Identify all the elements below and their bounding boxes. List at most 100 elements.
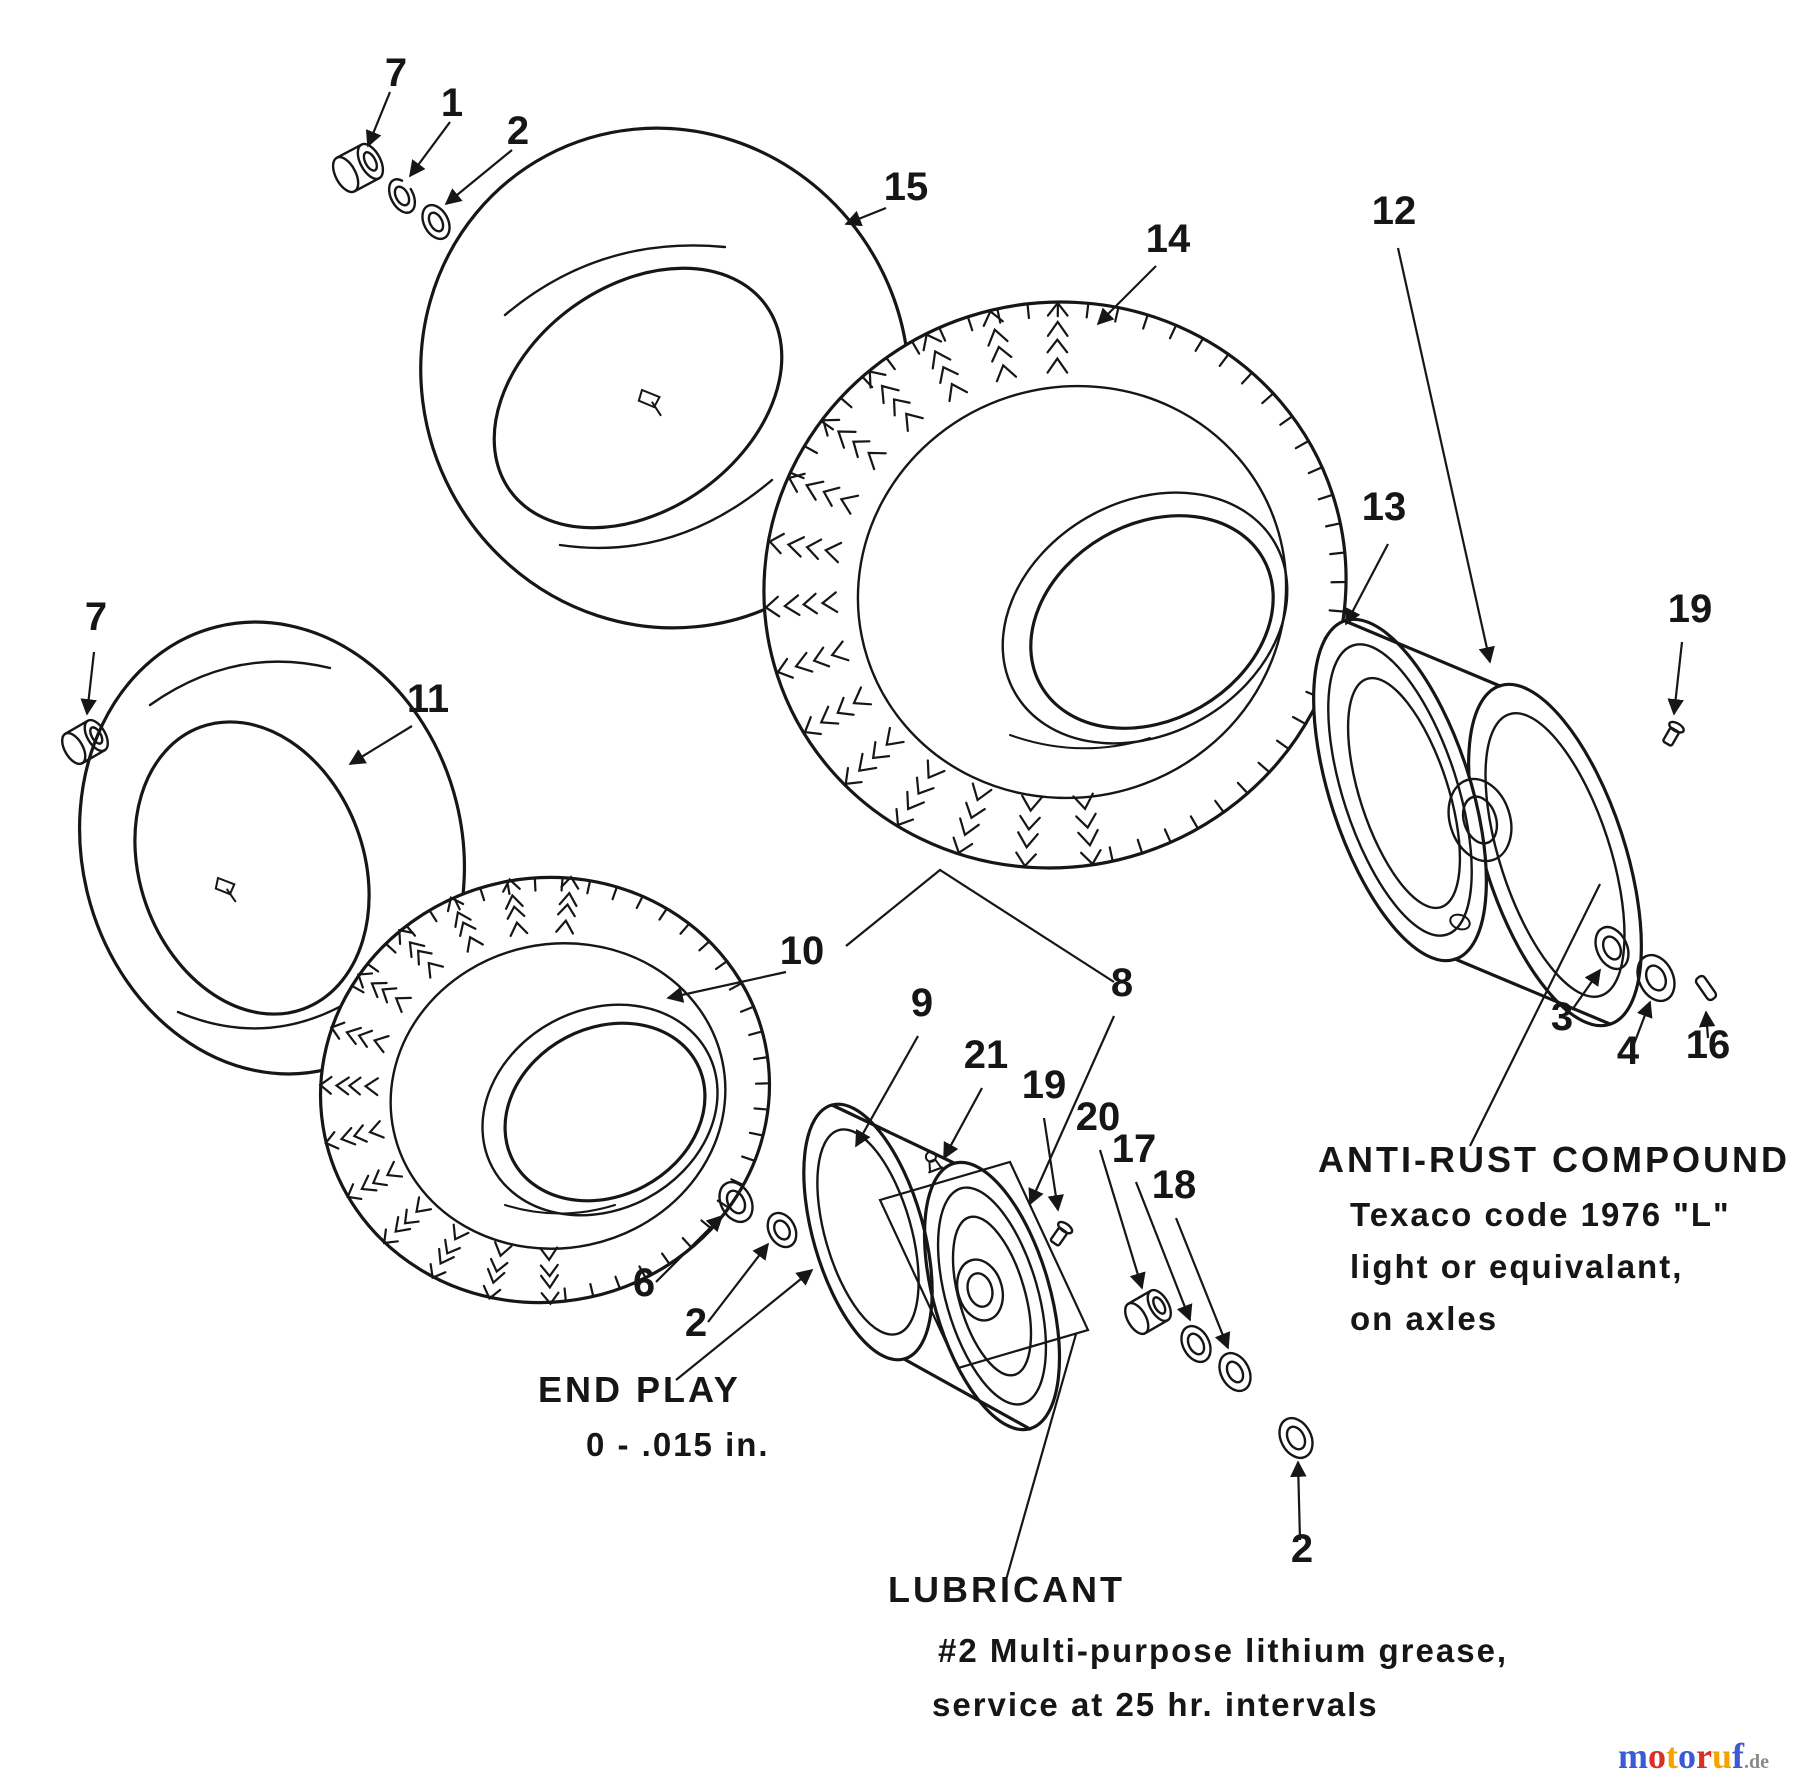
washer-3: [1594, 925, 1630, 971]
grease-fitting-21: [924, 1150, 944, 1174]
callout-21: 21: [964, 1033, 1009, 1077]
leader-9: [855, 1035, 919, 1148]
callout-12: 12: [1372, 189, 1417, 233]
leader-21: [943, 1087, 983, 1160]
leader-11: [348, 725, 413, 765]
washer-17: [1180, 1324, 1212, 1364]
anti-rust-title: ANTI-RUST COMPOUND: [1318, 1139, 1790, 1180]
wheel-rim-13: [1312, 617, 1643, 1028]
leader-bridge: [845, 868, 1115, 983]
washer-18: [1218, 1351, 1252, 1393]
watermark-letter: r: [1696, 1736, 1712, 1776]
callout-3: 3: [1551, 995, 1573, 1039]
leader-anti-rust: [1469, 883, 1601, 1147]
callout-15: 15: [884, 165, 929, 209]
tire-14: [762, 300, 1348, 870]
callout-6: 6: [633, 1261, 655, 1305]
bushing-20: [1124, 1288, 1172, 1336]
callout-10: 10: [780, 929, 825, 973]
callout-2-left: 2: [685, 1301, 707, 1345]
tread-edge-10: [350, 876, 771, 1303]
callout-9: 9: [911, 981, 933, 1025]
note-lubricant: LUBRICANT #2 Multi-purpose lithium greas…: [888, 1569, 1508, 1723]
leader-8: [1028, 1015, 1116, 1206]
watermark-letter: o: [1648, 1736, 1666, 1776]
leader-13: [1345, 543, 1389, 626]
leader-end-play: [675, 1268, 814, 1381]
valve-stem-19-hub: [1049, 1220, 1074, 1247]
callout-4: 4: [1617, 1029, 1640, 1073]
callout-13: 13: [1362, 485, 1407, 529]
leader-3: [1571, 968, 1601, 1011]
watermark-letter: m: [1618, 1736, 1648, 1776]
leader-20: [1098, 1149, 1146, 1290]
callout-17: 17: [1112, 1127, 1157, 1171]
watermark-letter: u: [1712, 1736, 1732, 1776]
lubricant-title: LUBRICANT: [888, 1569, 1125, 1610]
tread-pattern-10: [318, 875, 580, 1306]
watermark-letter: t: [1666, 1736, 1678, 1776]
leader-4: [1632, 1000, 1653, 1045]
valve-stem-icon: [637, 388, 662, 417]
watermark-letter: o: [1678, 1736, 1696, 1776]
lubricant-callout-box: [878, 1160, 1090, 1370]
washer-2-left: [766, 1211, 798, 1249]
leader-2-left: [707, 1242, 770, 1323]
callout-7-left: 7: [85, 595, 107, 639]
callout-8: 8: [1111, 961, 1133, 1005]
leader-7-left: [80, 651, 97, 716]
callout-19-hub: 19: [1022, 1063, 1067, 1107]
note-end-play: END PLAY 0 - .015 in.: [538, 1369, 770, 1463]
leader-15: [844, 206, 887, 227]
leader-19-rim: [1667, 641, 1684, 716]
watermark-letter: f: [1732, 1736, 1745, 1776]
valve-stem-19-rim: [1662, 720, 1685, 747]
tire-10: [318, 875, 772, 1306]
leader-6: [655, 1214, 724, 1283]
leader-16: [1698, 1010, 1716, 1039]
snap-ring-1: [387, 178, 417, 214]
leader-2-bottom: [1290, 1460, 1307, 1541]
callout-numbers: 7 1 2 15 14 12 13 19 7 11 10 9 8 21 19 2…: [85, 51, 1730, 1571]
note-anti-rust: ANTI-RUST COMPOUND Texaco code 1976 "L" …: [1318, 1139, 1790, 1337]
end-play-title: END PLAY: [538, 1369, 741, 1410]
anti-rust-line3: light or equivalant,: [1350, 1248, 1683, 1285]
watermark-suffix: .de: [1744, 1751, 1769, 1773]
tread-pattern-14: [764, 301, 1102, 868]
leader-2-upper: [444, 149, 513, 206]
pin-16: [1694, 974, 1718, 1002]
bearing-4: [1636, 953, 1676, 1003]
lubricant-line2: #2 Multi-purpose lithium grease,: [938, 1632, 1508, 1669]
leader-17: [1134, 1181, 1193, 1322]
leader-lubricant: [1004, 1333, 1078, 1581]
callout-11: 11: [407, 677, 449, 721]
leader-lines: [80, 91, 1716, 1581]
leader-1: [409, 121, 451, 178]
callout-20: 20: [1076, 1095, 1121, 1139]
bearing-6: [718, 1180, 754, 1224]
callout-7-upper: 7: [385, 51, 407, 95]
callout-1: 1: [441, 81, 463, 125]
anti-rust-line4: on axles: [1350, 1300, 1498, 1337]
washer-2-upper: [421, 203, 451, 241]
leader-7-upper: [365, 91, 392, 148]
callout-19-rim: 19: [1668, 587, 1713, 631]
wheel-hub-8: [802, 1102, 1062, 1432]
callout-16: 16: [1686, 1023, 1731, 1067]
callout-14: 14: [1146, 217, 1191, 261]
callout-2-upper: 2: [507, 109, 529, 153]
watermark-motoruf[interactable]: motoruf.de: [1618, 1736, 1769, 1776]
washer-2-bottom: [1278, 1416, 1314, 1460]
bushing-7-left: [61, 718, 109, 766]
bushing-7-upper: [331, 142, 385, 194]
valve-stem-icon: [214, 876, 237, 903]
anti-rust-line2: Texaco code 1976 "L": [1350, 1196, 1731, 1233]
leader-10: [666, 970, 787, 1003]
leader-19-hub: [1042, 1117, 1064, 1212]
callout-18: 18: [1152, 1163, 1197, 1207]
leader-14: [1096, 265, 1157, 326]
end-play-value: 0 - .015 in.: [586, 1426, 770, 1463]
leader-18: [1174, 1217, 1231, 1350]
